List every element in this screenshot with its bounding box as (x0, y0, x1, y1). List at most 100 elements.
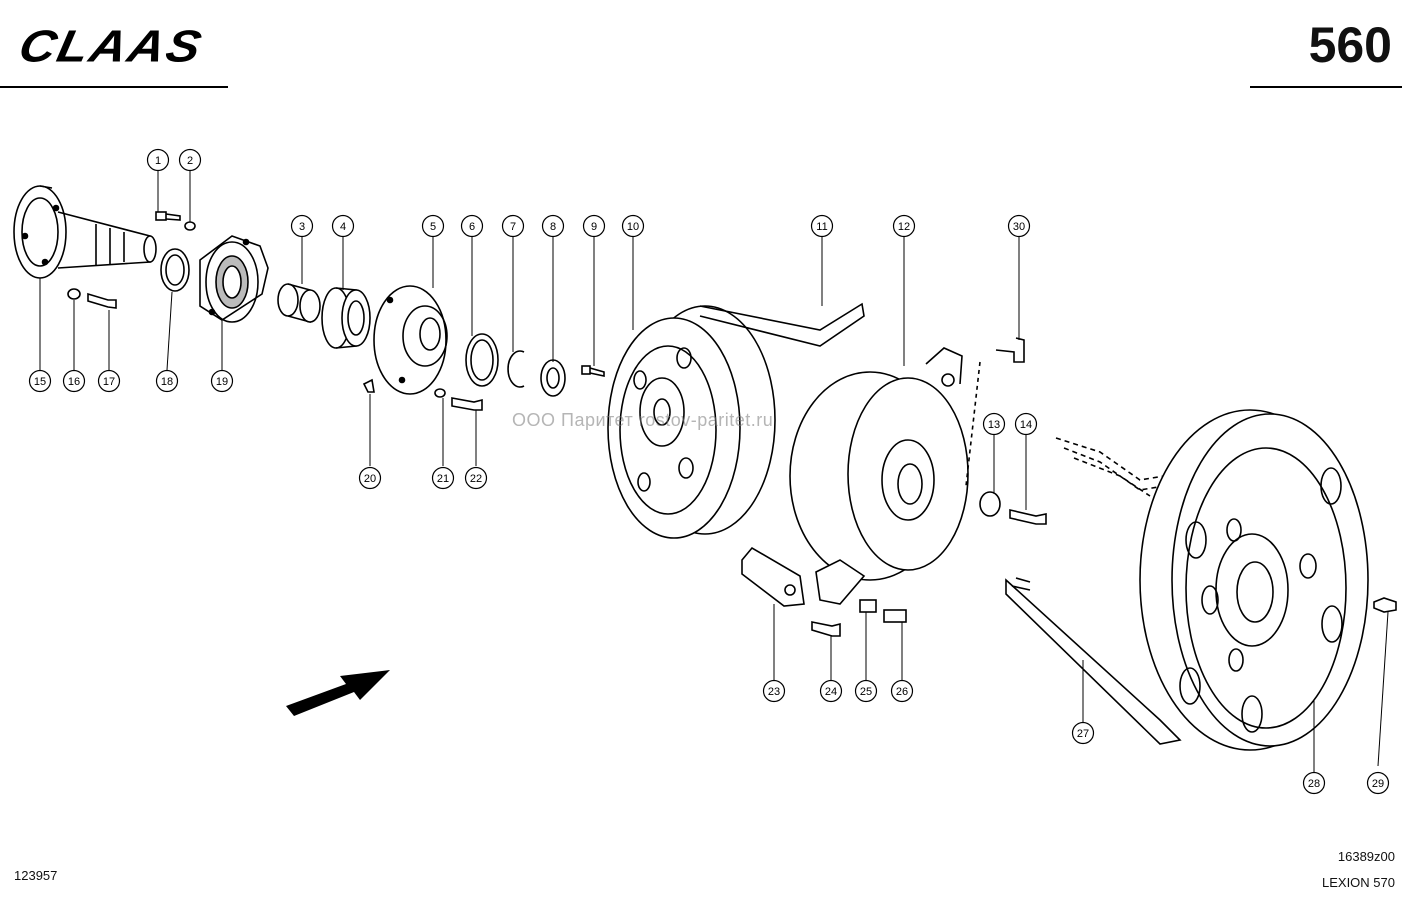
callout-label: 22 (470, 473, 482, 485)
callout-label: 6 (469, 221, 475, 233)
watermark: ООО Паритет rostov-paritet.ru (512, 410, 774, 430)
part-washer-2 (184, 221, 196, 231)
callout-label: 24 (825, 686, 837, 698)
header-rule-right (1250, 86, 1402, 88)
callout-label: 12 (898, 221, 910, 233)
callout-15: 15 (28, 369, 52, 393)
part-drive-pulley (1139, 409, 1369, 751)
part-washer-21 (434, 388, 446, 398)
callout-label: 13 (988, 419, 1000, 431)
part-seal-ring (465, 333, 499, 387)
model-name: LEXION 570 (1322, 875, 1395, 890)
callout-9: 9 (582, 214, 606, 238)
part-bushing (277, 283, 321, 324)
part-belt-dashed (1055, 437, 1165, 497)
callout-4: 4 (331, 214, 355, 238)
callout-28: 28 (1302, 771, 1326, 795)
callout-19: 19 (210, 369, 234, 393)
callout-18: 18 (155, 369, 179, 393)
part-screw-24 (811, 621, 841, 637)
callout-label: 17 (103, 376, 115, 388)
callout-label: 21 (437, 473, 449, 485)
callout-label: 27 (1077, 728, 1089, 740)
callout-14: 14 (1014, 412, 1038, 436)
callout-21: 21 (431, 466, 455, 490)
callout-label: 5 (430, 221, 436, 233)
callout-label: 10 (627, 221, 639, 233)
part-screw-17 (87, 292, 117, 309)
callout-30: 30 (1007, 214, 1031, 238)
page-number: 560 (1308, 17, 1392, 73)
callout-12: 12 (892, 214, 916, 238)
callout-26: 26 (890, 679, 914, 703)
callout-24: 24 (819, 679, 843, 703)
callout-label: 14 (1020, 419, 1032, 431)
callout-label: 29 (1372, 778, 1384, 790)
part-screw-9 (581, 365, 605, 377)
callout-11: 11 (810, 214, 834, 238)
callout-8: 8 (541, 214, 565, 238)
part-bearing (321, 287, 371, 349)
part-belt-lower (1005, 577, 1182, 745)
reference-code: 16389z00 (1337, 849, 1395, 864)
part-bearing-housing (199, 235, 269, 323)
callout-label: 9 (591, 221, 597, 233)
part-hose-line (965, 361, 981, 487)
callout-label: 30 (1013, 221, 1025, 233)
part-screw-22 (451, 397, 483, 411)
callout-label: 1 (155, 155, 161, 167)
callout-label: 26 (896, 686, 908, 698)
callout-10: 10 (621, 214, 645, 238)
callout-label: 8 (550, 221, 556, 233)
callout-1: 1 (146, 148, 170, 172)
part-clutch-housing (789, 347, 969, 581)
callout-label: 4 (340, 221, 346, 233)
part-grooved-nut (540, 359, 566, 397)
part-circlip (507, 350, 525, 388)
callout-27: 27 (1071, 721, 1095, 745)
callout-5: 5 (421, 214, 445, 238)
part-washer-13 (979, 491, 1001, 517)
callout-3: 3 (290, 214, 314, 238)
callout-label: 7 (510, 221, 516, 233)
callout-16: 16 (62, 369, 86, 393)
part-washer-16 (67, 288, 81, 300)
callout-label: 25 (860, 686, 872, 698)
part-screw-29 (1373, 597, 1397, 613)
callout-25: 25 (854, 679, 878, 703)
callout-label: 20 (364, 473, 376, 485)
callout-23: 23 (762, 679, 786, 703)
part-screw-1 (155, 211, 181, 221)
callout-7: 7 (501, 214, 525, 238)
part-elbow-fitting (995, 337, 1025, 363)
leader-lines (39, 170, 1389, 772)
header-rule-left (0, 86, 228, 88)
drawing-number: 123957 (14, 868, 58, 883)
callout-label: 23 (768, 686, 780, 698)
callout-label: 18 (161, 376, 173, 388)
callout-label: 28 (1308, 778, 1320, 790)
callout-label: 11 (816, 221, 827, 233)
part-spacer (859, 599, 877, 613)
part-nut (883, 609, 907, 623)
callout-29: 29 (1366, 771, 1390, 795)
direction-arrow-icon (286, 670, 390, 716)
callout-label: 16 (68, 376, 80, 388)
part-grease-nipple (362, 378, 375, 393)
callout-label: 2 (187, 155, 193, 167)
callout-label: 3 (299, 221, 305, 233)
callout-label: 15 (34, 376, 46, 388)
part-belt-upper (699, 302, 865, 347)
part-screw-14 (1009, 508, 1047, 525)
part-bracket (741, 546, 866, 607)
callout-6: 6 (460, 214, 484, 238)
part-flange-shaft (13, 185, 157, 279)
part-flange-cover (373, 285, 448, 395)
part-pulley (607, 305, 776, 539)
callout-13: 13 (982, 412, 1006, 436)
part-shaft-seal (160, 248, 190, 292)
callout-22: 22 (464, 466, 488, 490)
